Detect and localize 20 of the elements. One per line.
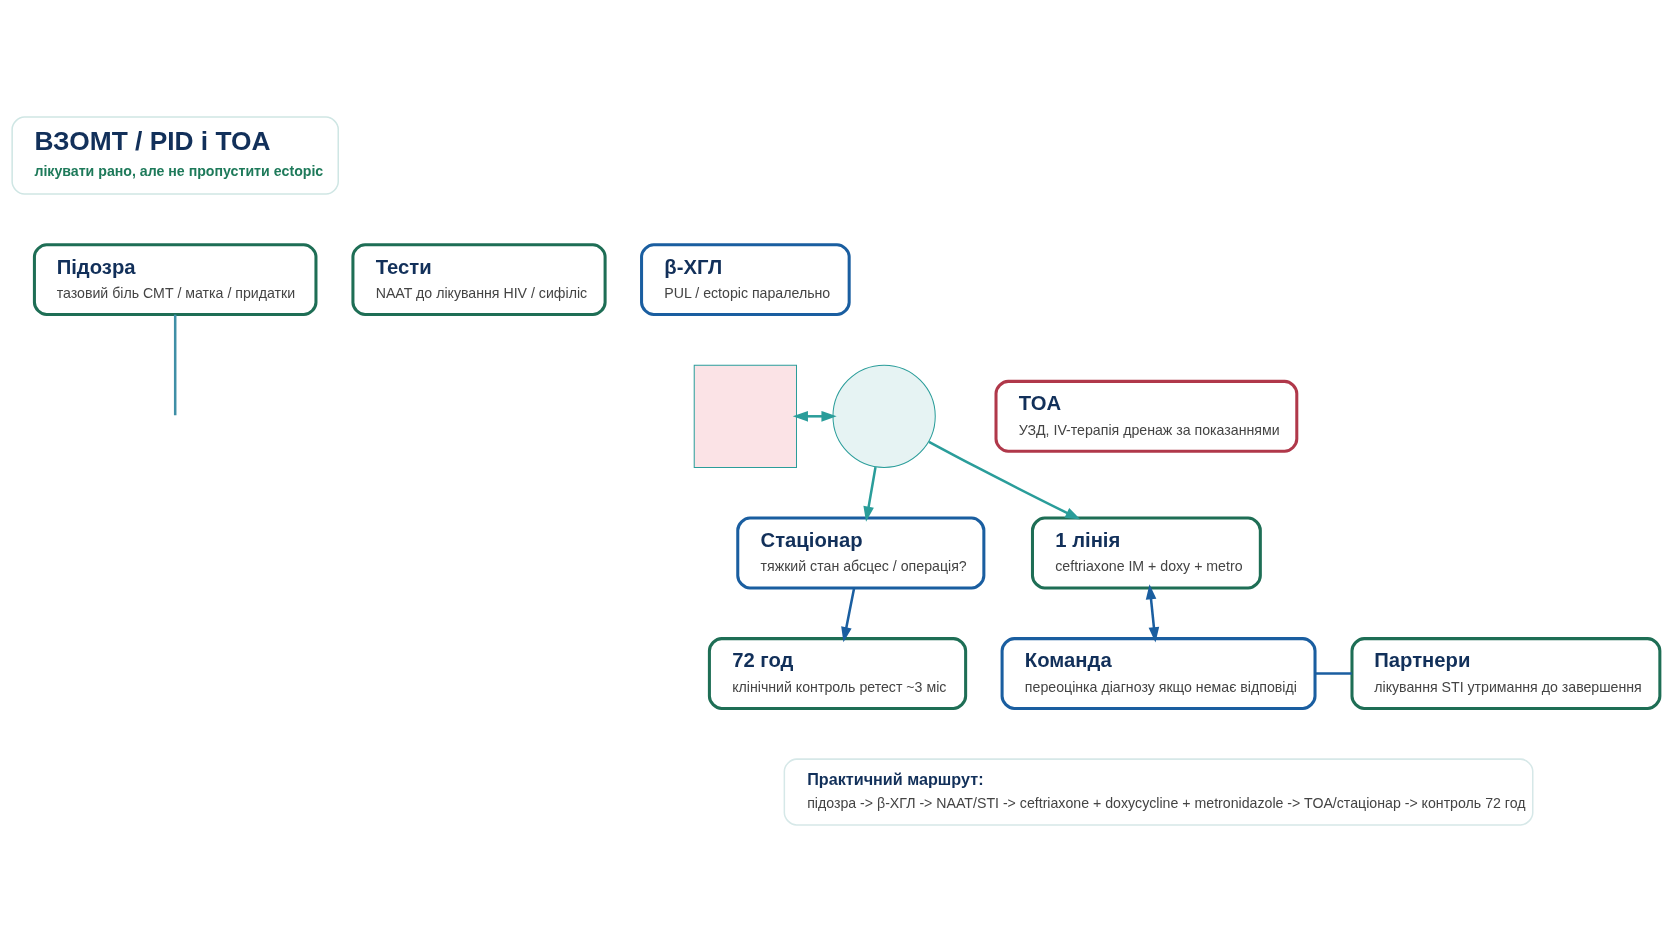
node-box: Підозра тазовий біль СМТ / матка / придатки xyxy=(32,242,318,316)
node-box: Партнери лікування STI утримання до завершення xyxy=(1350,636,1662,710)
node-circle xyxy=(832,364,936,468)
connector xyxy=(1315,671,1352,675)
node-box: 1 лінія ceftriaxone IM + doxy + metro xyxy=(1030,516,1262,589)
node-box: Практичний маршрут: підозра -> β-ХГЛ -> NAAT/STI -> ceftriaxone + doxycycline + metronidazole -> TOA/стаціонар -> контроль 72 год xyxy=(783,757,1534,826)
arrow xyxy=(928,440,1081,520)
node-box: Команда переоцінка діагнозу якщо немає відповіді xyxy=(1000,636,1317,710)
node-box: β-ХГЛ PUL / ectopic паралельно xyxy=(640,242,851,316)
node-box: Стаціонар тяжкий стан абсцес / операція? xyxy=(736,516,986,589)
arrow xyxy=(863,466,877,522)
node-box: Тести NAAT до лікування HIV / сифіліс xyxy=(351,242,607,316)
connector xyxy=(173,314,177,415)
arrow xyxy=(792,410,837,422)
node-box: TOA УЗД, IV-терапія дренаж за показаннями xyxy=(994,379,1299,453)
node-box xyxy=(693,364,797,468)
arrow xyxy=(1145,583,1160,642)
node-box: 72 год клінічний контроль ретест ~3 міс xyxy=(707,636,968,710)
node-box: ВЗОМТ / PID і TOA лікувати рано, але не пропустити ectopic xyxy=(11,115,339,195)
arrow xyxy=(841,587,856,642)
